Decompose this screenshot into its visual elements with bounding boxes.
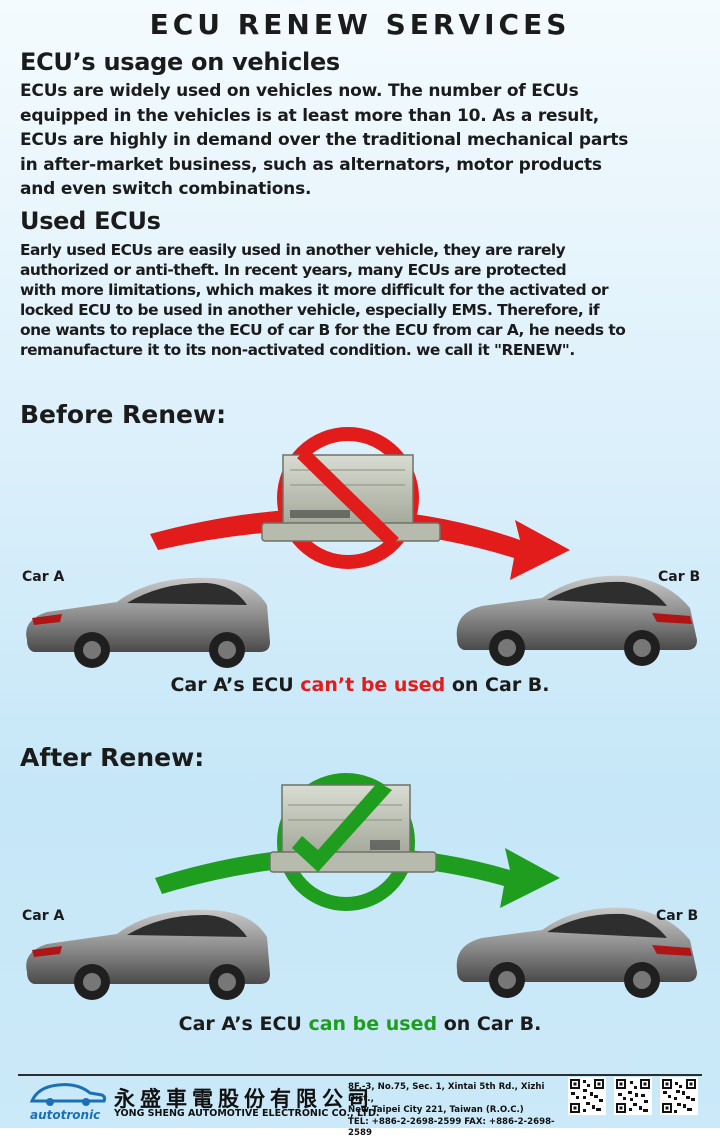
qr-code-icon	[660, 1077, 698, 1115]
after-renew-heading: After Renew:	[20, 743, 205, 772]
company-name-english: YONG SHENG AUTOMOTIVE ELECTRONIC CO., LT…	[114, 1108, 380, 1119]
before-caption-pre: Car A’s ECU	[170, 674, 301, 696]
green-arrow	[155, 846, 560, 908]
used-ecus-line: locked ECU to be used in another vehicle…	[20, 301, 600, 319]
section-usage-text: ECUs are widely used on vehicles now. Th…	[20, 79, 710, 202]
before-renew-heading: Before Renew:	[20, 400, 227, 429]
after-illustration	[26, 773, 697, 1000]
before-car-b-label: Car B	[658, 569, 701, 585]
used-ecus-line: one wants to replace the ECU of car B fo…	[20, 321, 626, 339]
car-b-icon	[456, 575, 697, 666]
section-used-ecus-text: Early used ECUs are easily used in anoth…	[20, 240, 710, 360]
checkmark-icon	[292, 782, 392, 872]
footer: autotronic 永盛車電股份有限公司 YONG SHENG AUTOMOT…	[0, 1067, 720, 1138]
usage-line: and even switch combinations.	[20, 179, 312, 199]
autotronic-logo-icon	[29, 1083, 107, 1106]
after-caption-highlight: can be used	[308, 1013, 438, 1035]
qr-code-icon	[568, 1077, 606, 1115]
before-caption-highlight: can’t be used	[300, 674, 446, 696]
car-b-icon	[456, 907, 697, 998]
page-title: ECU RENEW SERVICES	[149, 8, 571, 41]
after-car-b-label: Car B	[656, 908, 699, 924]
after-car-a-label: Car A	[22, 908, 65, 924]
company-name-chinese: 永盛車電股份有限公司	[114, 1087, 374, 1111]
used-ecus-line: remanufacture it to its non-activated co…	[20, 341, 575, 359]
usage-line: equipped in the vehicles is at least mor…	[20, 105, 600, 126]
used-ecus-line: Early used ECUs are easily used in anoth…	[20, 241, 566, 259]
after-caption: Car A’s ECU can be used on Car B.	[0, 1013, 720, 1035]
after-caption-post: on Car B.	[437, 1013, 542, 1035]
usage-line: in after-market business, such as altern…	[20, 154, 602, 175]
footer-divider	[18, 1074, 702, 1076]
address-line: 8F.-3, No.75, Sec. 1, Xintai 5th Rd., Xi…	[348, 1082, 545, 1104]
prohibited-icon	[261, 427, 441, 569]
car-a-icon	[26, 577, 270, 668]
before-caption-post: on Car B.	[445, 674, 550, 696]
used-ecus-line: with more limitations, which makes it mo…	[20, 281, 609, 299]
address-line: New Taipei City 221, Taiwan (R.O.C.)	[348, 1105, 524, 1115]
approved-icon	[269, 773, 437, 911]
contact-line: TEL: +886-2-2698-2599 FAX: +886-2-2698-2…	[348, 1116, 555, 1139]
before-caption: Car A’s ECU can’t be used on Car B.	[0, 674, 720, 696]
car-a-icon	[26, 909, 270, 1000]
red-arrow	[150, 508, 570, 580]
after-caption-pre: Car A’s ECU	[178, 1013, 309, 1035]
before-illustration	[26, 427, 697, 668]
qr-code-icon	[614, 1077, 652, 1115]
section-used-ecus-heading: Used ECUs	[20, 207, 161, 235]
company-address: 8F.-3, No.75, Sec. 1, Xintai 5th Rd., Xi…	[348, 1082, 568, 1140]
section-usage-heading: ECU’s usage on vehicles	[20, 48, 340, 76]
usage-line: ECUs are widely used on vehicles now. Th…	[20, 81, 579, 101]
used-ecus-line: authorized or anti-theft. In recent year…	[20, 261, 567, 279]
usage-line: ECUs are highly in demand over the tradi…	[20, 130, 629, 150]
before-car-a-label: Car A	[22, 569, 65, 585]
logo-wordmark: autotronic	[30, 1108, 101, 1122]
